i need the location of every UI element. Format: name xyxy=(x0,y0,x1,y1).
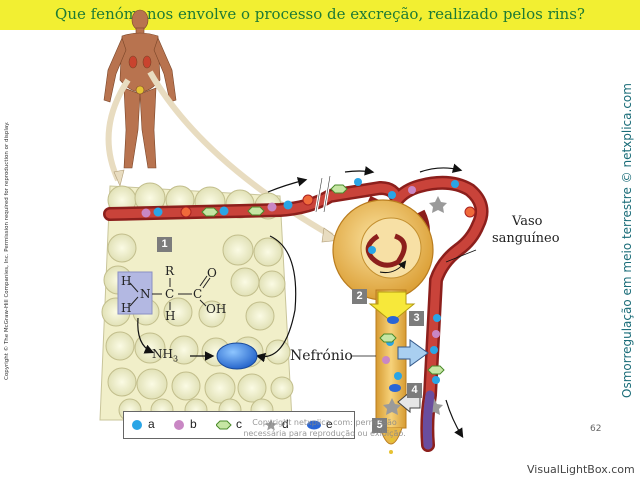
chem-C-alpha: C xyxy=(165,287,174,301)
pink-dot-icon xyxy=(172,418,186,432)
chem-O: O xyxy=(207,266,217,280)
nephron-label: Nefrónio xyxy=(290,348,353,364)
green-hexagon-icon xyxy=(216,418,232,432)
human-figure xyxy=(104,10,176,168)
chem-OH: OH xyxy=(206,302,226,316)
chem-H-alpha: H xyxy=(165,309,175,323)
ammonia-label: NH3 xyxy=(152,347,178,363)
chem-H-top: H xyxy=(121,274,131,288)
chem-C-carboxyl: C xyxy=(193,287,202,301)
chem-R: R xyxy=(165,264,174,278)
step-1-badge: 1 xyxy=(157,237,172,252)
chem-H-bottom: H xyxy=(121,301,131,315)
step-2-badge: 2 xyxy=(352,289,367,304)
chem-N: N xyxy=(140,287,151,301)
vessel-label-line1: Vaso xyxy=(512,214,542,229)
step-3-badge: 3 xyxy=(409,311,424,326)
urea-molecule xyxy=(217,343,257,369)
step-4-badge: 4 xyxy=(407,383,422,398)
blue-dot-icon xyxy=(130,418,144,432)
watermark: Copyright netxplica.com: permissão neces… xyxy=(232,417,417,439)
page-number: 62 xyxy=(590,424,601,434)
vessel-label-line2: sanguíneo xyxy=(492,231,560,246)
footer-credit: VisualLightBox.com xyxy=(527,463,635,476)
